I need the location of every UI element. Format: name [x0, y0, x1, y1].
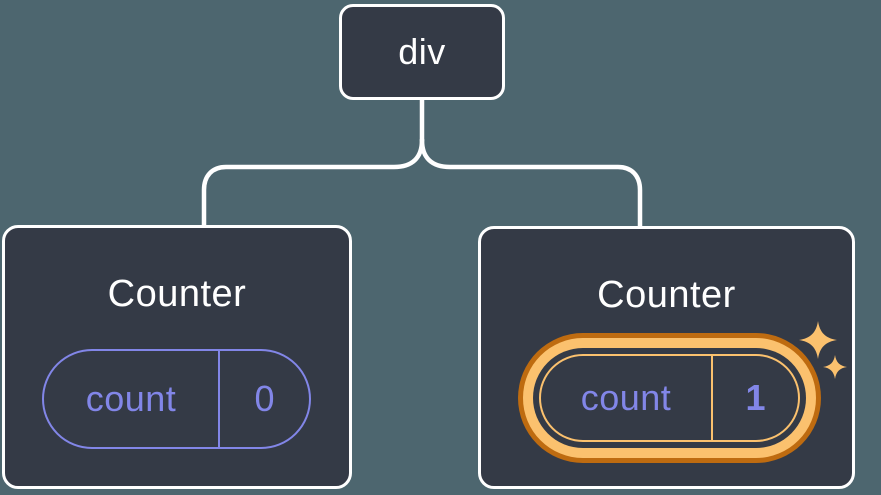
sparkle-icon — [823, 355, 847, 379]
state-pill-highlight-ring-inner: count 1 — [523, 338, 816, 458]
counter-card-left: Counter count 0 — [2, 225, 352, 489]
root-node-label: div — [398, 31, 446, 72]
counter-card-right: Counter count 1 — [478, 226, 855, 489]
counter-title: Counter — [597, 274, 736, 316]
state-pill-highlight-gap: count 1 — [533, 348, 806, 448]
state-value: 0 — [254, 378, 275, 419]
connector-right-branch — [419, 137, 643, 229]
state-key-label: count — [44, 351, 220, 447]
state-key-label: count — [541, 356, 713, 440]
counter-title: Counter — [107, 273, 247, 315]
state-pill-highlight-ring: count 1 — [518, 333, 821, 463]
root-node-div: div — [339, 4, 505, 100]
state-pill-highlighted: count 1 — [539, 354, 800, 442]
connector-left-branch — [201, 137, 425, 229]
state-value: 1 — [745, 377, 766, 418]
sparkle-icon — [799, 321, 837, 359]
state-pill: count 0 — [42, 349, 311, 449]
